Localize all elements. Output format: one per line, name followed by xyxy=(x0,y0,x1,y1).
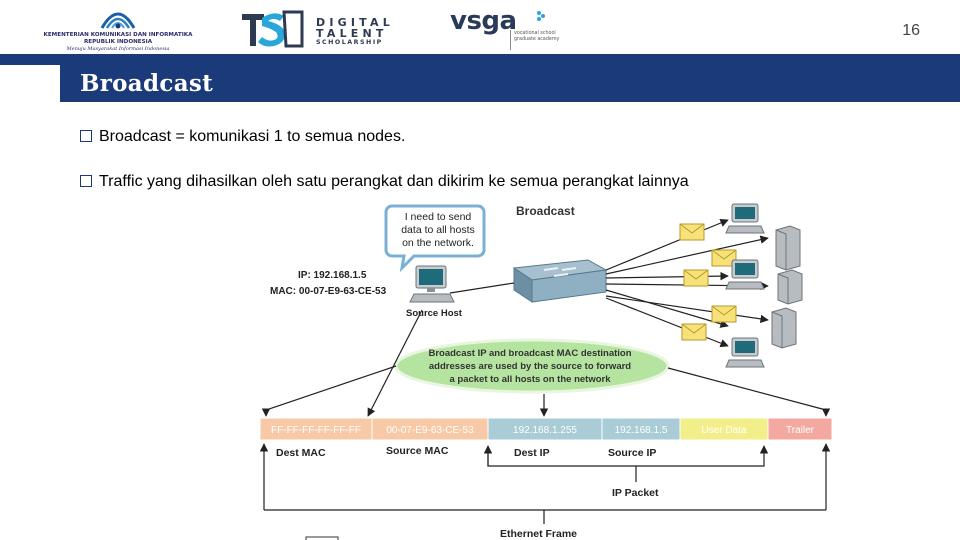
broadcast-callout: Broadcast IP and broadcast MAC destinati… xyxy=(394,338,670,394)
dts-word-talent: TALENT xyxy=(316,27,388,40)
envelope-icon xyxy=(711,305,737,323)
title-bar-notch xyxy=(0,65,60,102)
kominfo-name: KEMENTERIAN KOMUNIKASI DAN INFORMATIKA xyxy=(43,32,193,38)
callout-line: a packet to all hosts on the network xyxy=(449,374,611,385)
dts-mark-icon xyxy=(242,10,304,48)
broadcast-diagram: Broadcast I need to send data to all hos… xyxy=(259,203,833,540)
title-bar xyxy=(60,65,960,102)
speech-bubble: I need to send data to all hosts on the … xyxy=(384,204,486,273)
destination-computer-icon xyxy=(725,337,765,368)
callout-line: addresses are used by the source to forw… xyxy=(429,361,631,372)
destination-computer-icon xyxy=(725,259,765,290)
frame-field-text: 192.168.1.5 xyxy=(615,425,668,436)
small-box-mark xyxy=(305,536,339,540)
frame-field-text: Trailer xyxy=(786,425,815,436)
frame-field-text: 192.168.1.255 xyxy=(513,425,577,436)
source-host-computer-icon xyxy=(409,265,455,303)
vsga-logo: vsga vocational school graduate academy xyxy=(450,6,560,52)
destination-server-icon xyxy=(775,225,801,271)
page-number: 16 xyxy=(902,22,920,39)
source-mac-label: Source MAC xyxy=(386,445,449,457)
frame-field-segment xyxy=(767,417,833,441)
digital-talent-logo: DIGITAL TALENT SCHOLARSHIP xyxy=(240,8,410,50)
checkbox-bullet-icon xyxy=(80,130,94,144)
envelope-icon xyxy=(711,249,737,267)
ip-packet-bracket xyxy=(483,445,769,482)
bullet-text: Broadcast = komunikasi 1 to semua nodes. xyxy=(99,128,406,145)
envelope-icon xyxy=(679,223,705,241)
kominfo-slogan: Menuju Masyarakat Informasi Indonesia xyxy=(66,46,170,52)
kominfo-emblem-icon xyxy=(100,12,136,29)
dts-word-scholarship: SCHOLARSHIP xyxy=(316,39,383,46)
frame-fields: FF-FF-FF-FF-FF-FF 00-07-E9-63-CE-53 192.16… xyxy=(259,417,833,441)
vsga-dots-icon xyxy=(537,11,545,21)
speech-bubble-line: I need to send xyxy=(405,211,472,223)
title-bar-top-strip xyxy=(0,54,960,65)
kominfo-logo: KEMENTERIAN KOMUNIKASI DAN INFORMATIKA R… xyxy=(38,6,198,52)
speech-bubble-line: data to all hosts xyxy=(401,224,475,236)
frame-pointer-arrows xyxy=(261,309,831,417)
frame-field-text: 00-07-E9-63-CE-53 xyxy=(386,425,474,436)
vsga-tagline: vocational school graduate academy xyxy=(514,31,560,42)
ip-packet-label: IP Packet xyxy=(612,487,659,499)
source-host-label: Source Host xyxy=(406,308,463,319)
speech-bubble-line: on the network. xyxy=(402,237,474,249)
frame-field-text: User Data xyxy=(701,425,746,436)
bullet-item: Traffic yang dihasilkan oleh satu perang… xyxy=(80,173,689,191)
bullet-item: Broadcast = komunikasi 1 to semua nodes. xyxy=(80,128,405,146)
destination-server-icon xyxy=(771,307,797,349)
callout-line: Broadcast IP and broadcast MAC destinati… xyxy=(428,348,631,359)
kominfo-country: REPUBLIK INDONESIA xyxy=(83,39,153,45)
ethernet-frame-label: Ethernet Frame xyxy=(500,528,577,540)
dest-ip-label: Dest IP xyxy=(514,447,550,459)
source-ip-text: IP: 192.168.1.5 xyxy=(298,270,367,281)
dest-mac-label: Dest MAC xyxy=(276,447,326,459)
envelope-icon xyxy=(683,269,709,287)
vsga-wordmark: vsga xyxy=(450,6,517,36)
vsga-divider xyxy=(510,30,511,50)
switch-icon xyxy=(512,259,608,303)
ethernet-frame-bracket xyxy=(259,443,831,524)
destination-server-icon xyxy=(777,269,803,305)
checkbox-bullet-icon xyxy=(80,175,94,189)
destination-computer-icon xyxy=(725,203,765,234)
envelope-icon xyxy=(681,323,707,341)
diagram-title: Broadcast xyxy=(516,204,575,218)
frame-field-text: FF-FF-FF-FF-FF-FF xyxy=(271,425,361,436)
host-to-switch-link xyxy=(449,282,515,294)
slide-title: Broadcast xyxy=(80,70,214,97)
dts-word-digital: DIGITAL xyxy=(316,16,394,29)
source-ip-label: Source IP xyxy=(608,447,656,459)
source-mac-text: MAC: 00-07-E9-63-CE-53 xyxy=(270,286,387,297)
bullet-text: Traffic yang dihasilkan oleh satu perang… xyxy=(99,173,689,190)
